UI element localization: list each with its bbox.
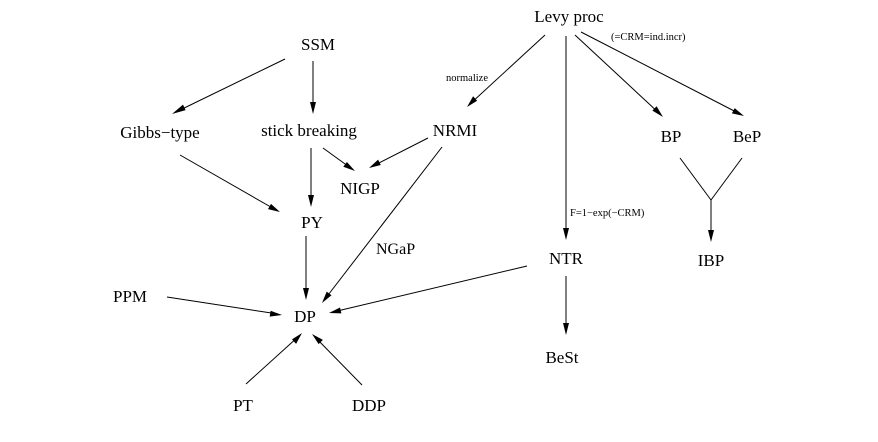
node-bp: BP bbox=[661, 127, 682, 146]
edge-ntr-dp bbox=[332, 265, 528, 313]
arrowhead-ppm-dp bbox=[269, 310, 282, 317]
arrowhead-bp bbox=[652, 106, 663, 117]
node-ntr: NTR bbox=[549, 249, 584, 268]
edge-levy-bep bbox=[580, 31, 741, 115]
arrowhead-pt-dp bbox=[292, 333, 302, 344]
edge-label-normalize: normalize bbox=[446, 73, 488, 84]
node-ibp: IBP bbox=[698, 251, 724, 270]
node-bep: BeP bbox=[733, 127, 761, 146]
arrowhead-ntr bbox=[563, 228, 569, 240]
arrowhead-best bbox=[563, 323, 569, 335]
arrowhead-ibp bbox=[708, 230, 714, 242]
arrowhead-stick bbox=[310, 102, 316, 114]
arrowhead-py bbox=[308, 195, 314, 207]
node-ppm: PPM bbox=[113, 287, 147, 306]
edges bbox=[166, 31, 743, 386]
edge-ssm-gibbs bbox=[175, 58, 286, 113]
arrowhead-gibbs bbox=[172, 104, 186, 114]
node-ssm: SSM bbox=[301, 35, 335, 54]
edge-ppm-dp bbox=[166, 296, 279, 315]
edge-labels: (=CRM=ind.incr) normalize F=1−exp(−CRM) … bbox=[376, 32, 686, 258]
node-ddp: DDP bbox=[352, 396, 386, 415]
arrowhead-nrmi-nigp bbox=[369, 159, 381, 168]
node-best: BeSt bbox=[545, 348, 578, 367]
node-nigp: NIGP bbox=[340, 179, 380, 198]
arrowhead-gibbs-py bbox=[268, 203, 280, 212]
arrowhead-ngap-dp bbox=[322, 291, 332, 303]
node-nrmi: NRMI bbox=[433, 121, 478, 140]
edge-label-ntr-transform: F=1−exp(−CRM) bbox=[570, 208, 645, 219]
arrowhead-ddp-dp bbox=[312, 334, 323, 345]
node-pt: PT bbox=[233, 396, 253, 415]
edge-ddp-dp bbox=[314, 336, 363, 386]
edge-bep-merge bbox=[710, 157, 743, 201]
edge-nrmi-nigp bbox=[372, 137, 429, 167]
edge-bp-merge bbox=[679, 157, 712, 201]
edge-levy-bp bbox=[574, 34, 661, 115]
arrowhead-stick-nigp bbox=[343, 162, 355, 171]
nodes: Levy proc SSM Gibbs−type stick breaking … bbox=[113, 7, 761, 415]
arrowhead-bep bbox=[731, 108, 744, 116]
arrowhead-dp-top bbox=[303, 288, 309, 300]
arrowhead-ntr-dp bbox=[329, 307, 342, 314]
edge-label-crm-note: (=CRM=ind.incr) bbox=[611, 32, 686, 43]
node-gibbs-type: Gibbs−type bbox=[120, 123, 199, 142]
node-py: PY bbox=[301, 213, 323, 232]
arrowhead-nrmi bbox=[467, 96, 478, 107]
edge-levy-nrmi bbox=[469, 34, 546, 105]
node-dp: DP bbox=[294, 307, 316, 326]
node-stick-breaking: stick breaking bbox=[261, 121, 357, 140]
edge-nrmi-dp bbox=[324, 146, 443, 300]
arrowheads bbox=[172, 96, 744, 345]
node-levy-proc: Levy proc bbox=[534, 7, 604, 26]
edge-gibbs-py bbox=[179, 154, 277, 211]
edge-label-ngap: NGaP bbox=[376, 241, 415, 258]
edge-pt-dp bbox=[245, 335, 300, 385]
